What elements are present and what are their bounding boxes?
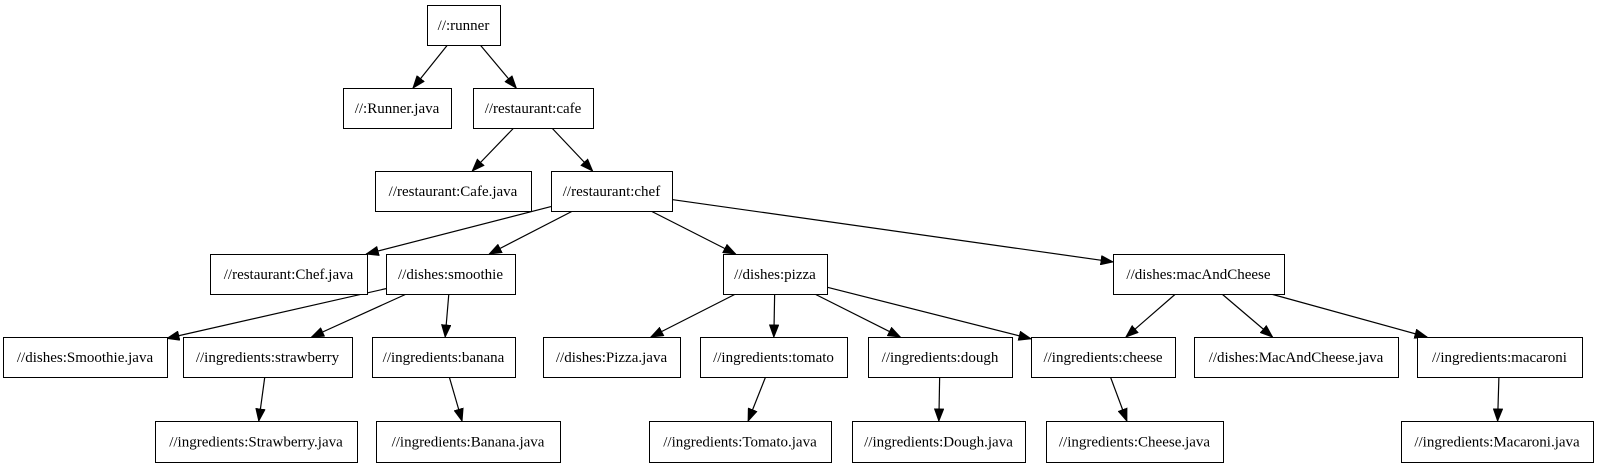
edge-smoothie-smoothie-java [167, 288, 387, 339]
node-strawberry-java: //ingredients:Strawberry.java [155, 421, 358, 463]
node-label-macaroni: //ingredients:macaroni [1432, 350, 1567, 366]
node-banana: //ingredients:banana [372, 337, 516, 378]
node-mac-and-cheese: //dishes:macAndCheese [1113, 254, 1285, 295]
edge-tomato-tomato-java [747, 376, 767, 421]
node-dough-java: //ingredients:Dough.java [852, 421, 1026, 463]
node-label-macaroni-java: //ingredients:Macaroni.java [1414, 435, 1580, 451]
node-label-smoothie: //dishes:smoothie [398, 267, 503, 283]
node-label-runner-java: //:Runner.java [355, 101, 440, 117]
edge-layer [167, 44, 1499, 421]
node-pizza-java: //dishes:Pizza.java [543, 337, 681, 378]
node-chef: //restaurant:chef [551, 171, 673, 212]
node-label-mac-and-cheese: //dishes:macAndCheese [1126, 267, 1270, 283]
node-label-cafe-java: //restaurant:Cafe.java [389, 184, 518, 200]
node-layer: //:runner //:Runner.java //restaurant:cafe… [3, 5, 1594, 463]
node-label-cheese-java: //ingredients:Cheese.java [1059, 435, 1211, 451]
edge-mac-and-cheese-mac-and-cheese-java [1221, 293, 1273, 337]
edge-runner-cafe [479, 44, 516, 88]
node-label-tomato-java: //ingredients:Tomato.java [663, 435, 817, 451]
edge-pizza-tomato [774, 293, 775, 337]
node-macaroni: //ingredients:macaroni [1417, 337, 1583, 378]
node-chef-java: //restaurant:Chef.java [210, 254, 368, 295]
node-mac-and-cheese-java: //dishes:MacAndCheese.java [1194, 337, 1399, 378]
node-tomato-java: //ingredients:Tomato.java [649, 421, 832, 463]
node-dough: //ingredients:dough [868, 337, 1013, 378]
edge-mac-and-cheese-cheese [1126, 293, 1176, 337]
node-banana-java: //ingredients:Banana.java [376, 421, 561, 463]
edge-chef-pizza [650, 210, 736, 254]
node-label-strawberry: //ingredients:strawberry [196, 350, 340, 366]
node-label-dough-java: //ingredients:Dough.java [864, 435, 1013, 451]
node-runner: //:runner [427, 5, 501, 46]
node-label-dough: //ingredients:dough [882, 350, 999, 366]
edge-cheese-cheese-java [1109, 376, 1128, 421]
node-label-mac-and-cheese-java: //dishes:MacAndCheese.java [1209, 350, 1384, 366]
node-label-runner: //:runner [438, 18, 490, 34]
node-label-cheese: //ingredients:cheese [1043, 350, 1162, 366]
edge-smoothie-banana [445, 293, 449, 337]
node-label-smoothie-java: //dishes:Smoothie.java [17, 350, 154, 366]
node-tomato: //ingredients:tomato [700, 337, 848, 378]
node-label-cafe: //restaurant:cafe [485, 101, 582, 117]
edge-smoothie-strawberry [312, 293, 407, 337]
node-macaroni-java: //ingredients:Macaroni.java [1401, 421, 1594, 463]
edge-cafe-chef [551, 127, 593, 171]
edge-chef-chef-java [366, 205, 552, 254]
node-label-pizza-java: //dishes:Pizza.java [556, 350, 668, 366]
edge-pizza-cheese [826, 286, 1031, 339]
edge-strawberry-strawberry-java [259, 376, 265, 421]
edge-banana-banana-java [448, 376, 462, 421]
node-label-chef-java: //restaurant:Chef.java [224, 267, 354, 283]
node-label-banana-java: //ingredients:Banana.java [392, 435, 545, 451]
node-label-chef: //restaurant:chef [563, 184, 660, 200]
node-smoothie-java: //dishes:Smoothie.java [3, 337, 168, 378]
node-cheese: //ingredients:cheese [1031, 337, 1176, 378]
edge-macaroni-macaroni-java [1498, 376, 1499, 421]
node-cafe: //restaurant:cafe [473, 88, 594, 129]
node-label-pizza: //dishes:pizza [734, 267, 816, 283]
edge-chef-mac-and-cheese [671, 198, 1113, 262]
node-label-banana: //ingredients:banana [383, 350, 505, 366]
node-cafe-java: //restaurant:Cafe.java [375, 171, 532, 212]
node-runner-java: //:Runner.java [343, 88, 452, 129]
node-label-tomato: //ingredients:tomato [713, 350, 834, 366]
edge-chef-smoothie [489, 210, 573, 254]
node-pizza: //dishes:pizza [723, 254, 828, 295]
edge-pizza-dough [814, 293, 900, 337]
edge-dough-dough-java [939, 376, 940, 421]
edge-runner-runner-java [413, 44, 448, 88]
edge-pizza-pizza-java [651, 293, 736, 337]
node-label-strawberry-java: //ingredients:Strawberry.java [169, 435, 343, 451]
node-smoothie: //dishes:smoothie [386, 254, 516, 295]
edge-cafe-cafe-java [472, 127, 515, 171]
node-strawberry: //ingredients:strawberry [183, 337, 353, 378]
node-cheese-java: //ingredients:Cheese.java [1046, 421, 1224, 463]
edge-mac-and-cheese-macaroni [1270, 293, 1427, 337]
